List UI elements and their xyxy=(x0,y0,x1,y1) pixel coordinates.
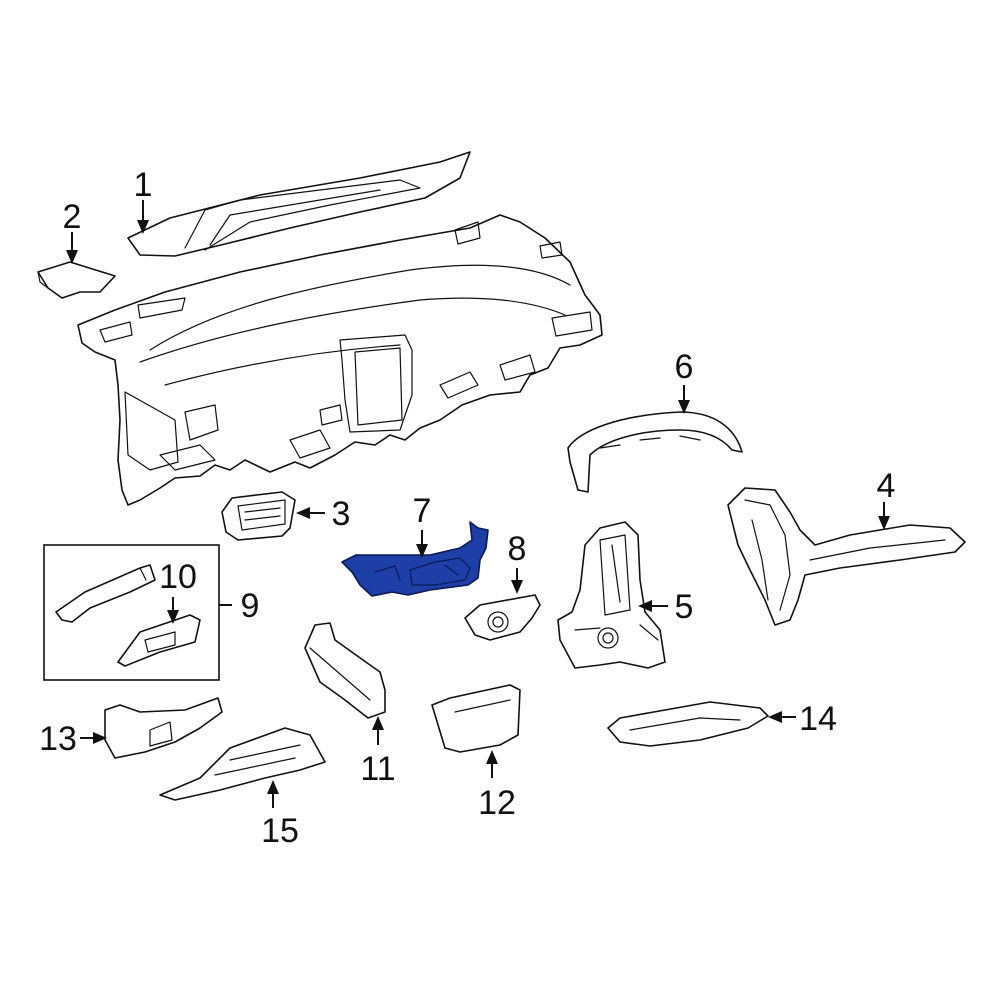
callout-12: 12 xyxy=(478,784,516,822)
part-8-bezel[interactable] xyxy=(464,594,541,641)
inset-box xyxy=(43,544,220,681)
callout-10: 10 xyxy=(159,558,197,596)
callout-14: 14 xyxy=(799,700,837,738)
part-2-small-cover[interactable] xyxy=(37,261,116,299)
part-11-lower-panel[interactable] xyxy=(304,622,386,719)
callout-2: 2 xyxy=(63,198,82,236)
callout-3: 3 xyxy=(332,495,351,533)
part-10-switch-panel[interactable] xyxy=(117,614,201,667)
part-1-dash-top-panel[interactable] xyxy=(127,151,471,257)
part-13-knee-panel[interactable] xyxy=(104,697,223,759)
leader-lines xyxy=(66,200,890,808)
part-7-highlighted-bracket[interactable] xyxy=(341,521,489,597)
callout-5: 5 xyxy=(675,588,694,626)
callout-6: 6 xyxy=(675,348,694,386)
part-6-upper-cover[interactable] xyxy=(567,411,743,493)
callout-15: 15 xyxy=(261,812,299,850)
callout-labels: 1 2 3 4 5 6 7 8 9 10 11 12 13 14 15 xyxy=(39,166,895,850)
inset-upper-trim[interactable] xyxy=(55,564,156,623)
part-15-under-cover[interactable] xyxy=(159,727,326,801)
callout-11: 11 xyxy=(360,750,395,788)
part-5-console-side[interactable] xyxy=(557,521,666,669)
part-3-vent[interactable] xyxy=(221,491,296,541)
callout-4: 4 xyxy=(877,467,896,505)
inset-group-9 xyxy=(43,544,220,681)
part-14-under-cover-right[interactable] xyxy=(607,701,769,747)
main-instrument-panel xyxy=(77,214,603,506)
callout-9: 9 xyxy=(241,587,260,625)
callout-8: 8 xyxy=(508,530,527,568)
callout-7: 7 xyxy=(413,492,432,530)
callout-1: 1 xyxy=(134,166,153,204)
part-12-pocket[interactable] xyxy=(431,684,521,753)
callout-13: 13 xyxy=(39,720,77,758)
part-4-side-trim[interactable] xyxy=(727,487,966,626)
